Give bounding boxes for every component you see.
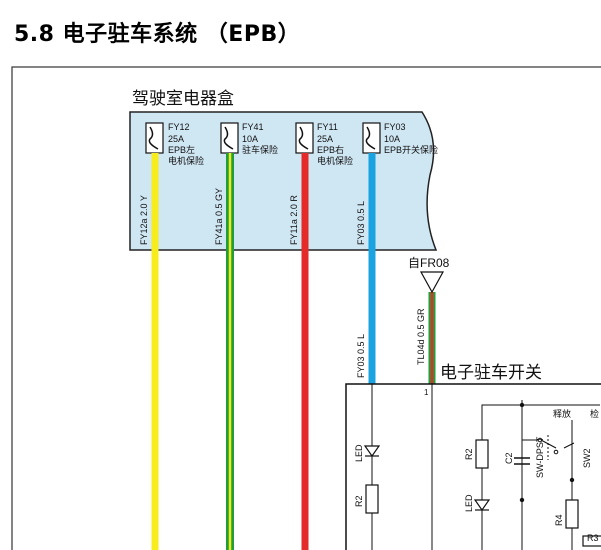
ground-ref-icon (419, 271, 445, 294)
junction-dot (519, 497, 525, 503)
wire-label-fy12a: FY12a 2.0 Y (139, 195, 149, 245)
label-r4: R4 (554, 514, 564, 526)
resistor-r4-icon (565, 499, 579, 529)
cab-fuse-box (129, 111, 438, 251)
fuse-fy12-icon (145, 122, 164, 154)
led-left-icon (363, 445, 381, 458)
junction-dot (519, 402, 525, 408)
fuse-fy41-desc1: 驻车保险 (242, 144, 278, 155)
fuse-fy12-desc1: EPB左 (168, 144, 195, 155)
fuse-fy41-icon (220, 122, 239, 154)
wire-label-fy03-lower: FY03 0.5 L (356, 334, 366, 378)
label-r2-right: R2 (464, 448, 474, 460)
label-c2: C2 (504, 452, 514, 464)
wire-label-fy41a: FY41a 0.5 GY (214, 188, 224, 245)
capacitor-c2-icon (514, 457, 530, 465)
label-led-left: LED (354, 444, 364, 462)
fuse-fy11-desc2: 电机保险 (317, 155, 353, 166)
label-r3: R3 (587, 533, 599, 543)
fuse-fy41-id: FY41 (242, 122, 264, 132)
resistor-r2-left-icon (365, 484, 379, 514)
wire-label-tl04d: TL04d 0.5 GR (416, 308, 426, 365)
page-title: 5.8 电子驻车系统 （EPB） (14, 22, 301, 47)
diagram-frame (11, 66, 601, 550)
fuse-fy12-desc2: 电机保险 (168, 155, 204, 166)
fuse-fy03-desc1: EPB开关保险 (384, 144, 438, 155)
ground-ref-label: 自FR08 (408, 256, 450, 270)
fuse-fy11-icon (295, 122, 314, 154)
switch-sw-dpst-icon (537, 437, 559, 455)
switch-label: 电子驻车开关 (440, 363, 542, 382)
fuse-fy12-rating: 25A (168, 134, 184, 144)
label-led-right: LED (464, 494, 474, 512)
led-right-icon (473, 499, 491, 512)
fuse-fy11-rating: 25A (317, 134, 333, 144)
resistor-r3-icon (582, 535, 601, 547)
label-sw2: SW2 (582, 448, 592, 468)
pin-1: 1 (424, 388, 429, 397)
switch-box (345, 383, 601, 550)
wire-label-fy11a: FY11a 2.0 R (289, 195, 299, 245)
fuse-fy03-id: FY03 (384, 122, 406, 132)
label-check: 检 (590, 408, 599, 419)
fuse-fy11-desc1: EPB右 (317, 144, 344, 155)
fuse-fy11-id: FY11 (317, 122, 338, 132)
label-sw-dpst: SW-DPST (535, 436, 545, 478)
fuse-fy12-id: FY12 (168, 122, 190, 132)
label-r2-left: R2 (354, 495, 364, 507)
wire-label-fy03: FY03 0.5 L (356, 201, 366, 245)
fuse-fy03-rating: 10A (384, 134, 400, 144)
fuse-fy03-icon (362, 122, 381, 154)
cab-box-label: 驾驶室电器盒 (132, 89, 234, 108)
fuse-fy41-rating: 10A (242, 134, 258, 144)
resistor-r2-right-icon (475, 439, 489, 469)
junction-dot (569, 477, 575, 483)
label-release: 释放 (553, 408, 571, 419)
